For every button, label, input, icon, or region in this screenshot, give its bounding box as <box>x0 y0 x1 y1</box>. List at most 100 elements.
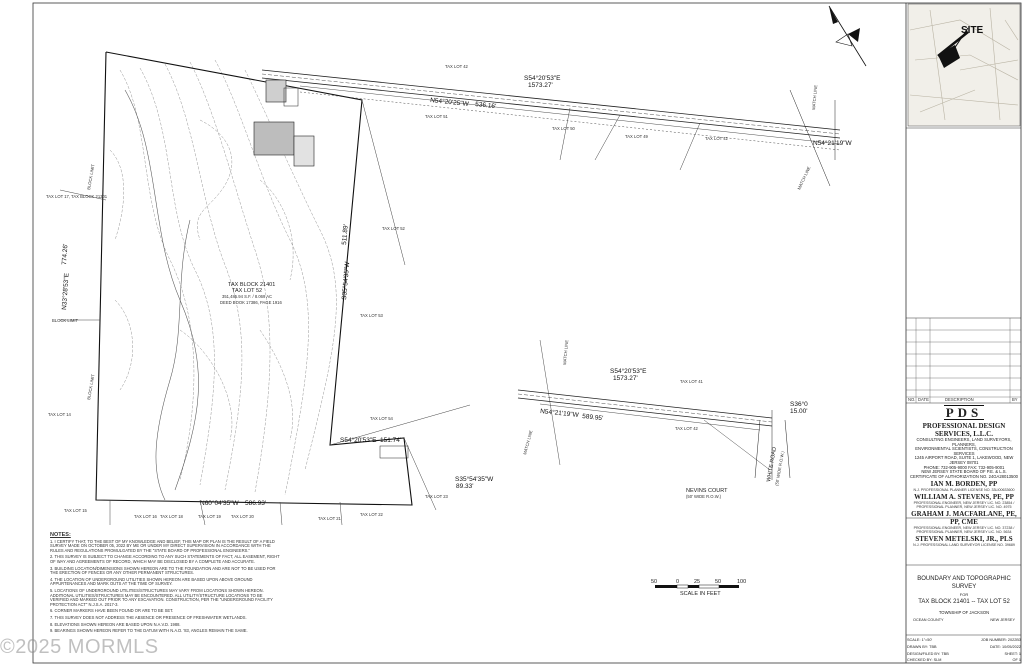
lot-label: TAX LOT 53 <box>360 313 384 318</box>
bearing-label: N54°21'19"W <box>540 407 580 419</box>
lot-label: TAX LOT 22 <box>360 512 384 517</box>
note-item: 6. CORNER MARKERS HAVE BEEN FOUND OR ARE… <box>50 608 174 614</box>
distance-label: 151.74' <box>380 437 401 444</box>
firm-cert: CERTIFICATE OF AUTHORIZATION NO. 24GA280… <box>910 473 1018 479</box>
drawn-key: DRAWN BY: <box>907 645 929 649</box>
distance-label: 1573.27' <box>528 82 553 89</box>
lot-label: TAX LOT 42 <box>675 426 699 431</box>
lot-label: TAX LOT 17, TAX BLOCK 21301 <box>46 194 108 199</box>
firm-cert: NEW JERSEY STATE BOARD OF P.E. & L.S. <box>921 469 1007 475</box>
scale-key: SCALE: <box>907 638 921 642</box>
firm-block: PDS PROFESSIONAL DESIGN SERVICES, L.L.C.… <box>910 404 1018 547</box>
lot-label: TAX LOT 19 <box>198 514 222 519</box>
bearing-label: N33°28'53"E <box>60 272 71 310</box>
lot-label: TAX LOT 16 <box>134 514 158 519</box>
rev-desc-header: DESCRIPTION <box>945 397 974 402</box>
street-nevins-court: NEVINS COURT <box>686 488 728 494</box>
lot-label: TAX LOT 54 <box>370 416 394 421</box>
date-key: DATE: <box>990 645 1001 649</box>
scale-bar <box>655 584 739 589</box>
distance-label: 89.33' <box>456 483 474 490</box>
distance-label: 511.89' <box>341 224 350 245</box>
of-value: 1 <box>1018 658 1021 662</box>
distance-label: 774.26' <box>61 244 69 266</box>
notes-heading: NOTES: <box>50 532 71 538</box>
pds-logo: PDS <box>943 405 985 420</box>
survey-notes: NOTES: 1. I CERTIFY THAT, TO THE BEST OF… <box>50 532 280 636</box>
scale-tick-50a: 50 <box>651 579 657 585</box>
bearing-label: S35°54'35"W <box>455 475 494 483</box>
job-value: 2022B3 <box>1007 638 1021 642</box>
person-metelski: STEVEN METELSKI, JR., PLS <box>915 535 1013 544</box>
project-title-block: BOUNDARY AND TOPOGRAPHIC SURVEY FOR TAX … <box>907 566 1021 622</box>
lot-lines <box>59 99 701 526</box>
info-row-drawn: DRAWN BY: TBB DATE: 10/05/2022 <box>907 645 1021 649</box>
main-lot-block: TAX BLOCK 21401 <box>228 282 275 288</box>
job-key: JOB NUMBER: <box>980 638 1007 642</box>
distance-label: 15.00' <box>790 408 808 415</box>
tree-line <box>124 89 199 491</box>
lot-label: TAX LOT 18 <box>160 514 184 519</box>
watermark: ©2025 MORMLS <box>0 636 159 658</box>
design-key: DESIGN/FILED BY: <box>907 652 941 656</box>
lot-label: TAX LOT 21 <box>318 516 342 521</box>
note-item: 8. ELEVATIONS SHOWN HEREON ARE BASED UPO… <box>50 621 181 627</box>
person-macfarlane: GRAHAM J. MACFARLANE, PE, PP, CME <box>911 510 1017 527</box>
person-license: PROFESSIONAL ENGINEER, NEW JERSEY LIC. N… <box>913 501 1015 510</box>
distance-label: 586.93' <box>245 500 266 507</box>
bearing-label: S54°20'53"E <box>610 367 647 375</box>
rev-date-header: DATE <box>918 397 929 402</box>
distance-label: 589.95' <box>582 413 604 422</box>
lot-label: TAX LOT 50 <box>552 126 576 131</box>
lot-label: TAX LOT 42 <box>445 64 469 69</box>
person-license: N.J. PROFESSIONAL LAND SURVEYOR LICENSE … <box>913 543 1015 548</box>
note-item: 1. I CERTIFY THAT, TO THE BEST OF MY KNO… <box>50 538 275 553</box>
sheet-key: SHEET: <box>1004 652 1018 656</box>
date-value: 10/05/2022 <box>1001 645 1021 649</box>
project-title: BOUNDARY AND TOPOGRAPHIC SURVEY <box>917 576 1011 590</box>
lot-label: TAX LOT 41 <box>680 379 704 384</box>
main-lot-number: TAX LOT 52 <box>232 288 262 294</box>
vicinity-site-label: SITE <box>961 25 984 36</box>
firm-name: PROFESSIONAL DESIGN SERVICES, L.L.C. <box>922 422 1006 438</box>
rev-no-header: NO. <box>908 397 915 402</box>
lot-label: TAX LOT 20 <box>231 514 255 519</box>
revision-table <box>906 318 1021 403</box>
drawn-value: TBB <box>929 645 937 649</box>
bearing-label: S54°20'53"E <box>524 74 561 82</box>
main-lot-deed: DEED BOOK 17386, PAGE 1916 <box>220 300 283 305</box>
sheet-value: 1 <box>1018 652 1021 656</box>
block-limit-label: BLOCK LIMIT <box>86 373 96 400</box>
scale-label: SCALE IN FEET <box>680 591 721 597</box>
note-item: 5. LOCATIONS OF UNDERGROUND UTILITIES/ST… <box>50 587 273 607</box>
block-limit-label: BLOCK LIMIT <box>52 318 79 323</box>
lot-label: TAX LOT 52 <box>382 226 406 231</box>
match-line-label: MATCH LINE <box>811 84 818 110</box>
street-nevins-court-width: (50' WIDE R.O.W.) <box>686 494 722 499</box>
bearing-label: S36°0 <box>790 400 808 408</box>
checked-value: SLM <box>933 658 942 662</box>
person-stevens: WILLIAM A. STEVENS, PE, PP <box>914 493 1014 502</box>
match-line-label: MATCH LINE <box>522 430 533 456</box>
checked-key: CHECKED BY: <box>907 658 933 662</box>
lot-label: TAX LOT 14 <box>48 412 72 417</box>
rev-by-header: BY <box>1012 397 1018 402</box>
note-item: 4. THE LOCATION OF UNDERGROUND UTILITIES… <box>50 576 253 587</box>
project-title-for: FOR <box>959 592 969 597</box>
info-row-design: DESIGN/FILED BY: TBB SHEET: 1 <box>907 652 1021 656</box>
scale-tick-50: 50 <box>715 579 721 585</box>
bearing-label: S54°20'53"E <box>340 436 377 444</box>
person-borden: IAN M. BORDEN, PP <box>930 480 998 489</box>
lot-label: TAX LOT 51 <box>425 114 449 119</box>
block-limit-label: BLOCK LIMIT <box>86 163 96 190</box>
bearing-label: N60°04'35"W <box>200 499 240 507</box>
main-lot-area: 351,485.94 S.F. / 8.069 AC <box>222 294 272 299</box>
township: TOWNSHIP OF JACKSON <box>938 610 990 615</box>
firm-phone: PHONE: 732-905-9000 FAX: 732-905-9001 <box>923 464 1005 470</box>
scale-tick-100: 100 <box>737 579 746 585</box>
road-inset <box>517 339 791 480</box>
state: NEW JERSEY <box>990 617 1015 622</box>
info-row-scale: SCALE: 1"=50' JOB NUMBER: 2022B3 <box>907 638 1021 642</box>
scale-tick-25: 25 <box>694 579 700 585</box>
